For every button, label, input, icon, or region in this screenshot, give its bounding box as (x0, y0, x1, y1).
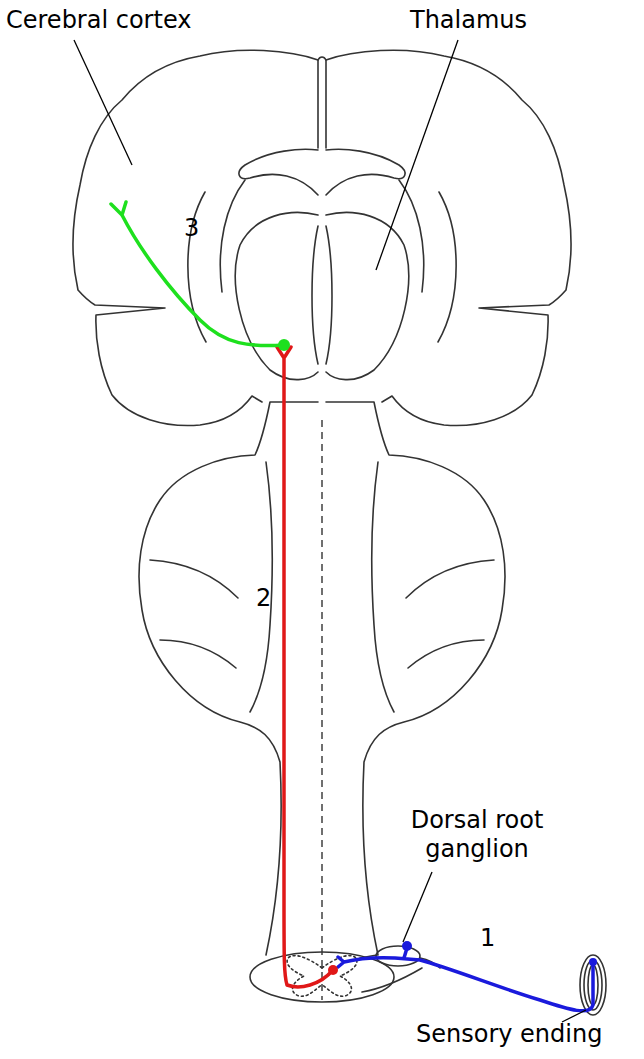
leader-line (403, 872, 432, 942)
ventral-root (362, 968, 422, 992)
callout-number: 2 (256, 584, 271, 613)
neuron-cell-body (278, 339, 290, 351)
neuron-cell-body (402, 941, 412, 951)
second-order-neuron (277, 347, 333, 987)
third-order-neuron (111, 202, 284, 346)
part-label: Cerebral cortex (6, 6, 191, 35)
neuron-cell-body (589, 958, 597, 966)
part-label: Dorsal root ganglion (392, 806, 562, 864)
callout-number: 1 (480, 924, 495, 953)
left-half (73, 50, 357, 996)
leader-line (74, 40, 132, 165)
neuron-cell-body (328, 965, 338, 975)
callout-number: 3 (184, 214, 199, 243)
midline (321, 420, 322, 1000)
part-label: Thalamus (410, 6, 527, 35)
right-half (287, 50, 571, 996)
leader-line (376, 40, 458, 270)
part-label: Sensory ending (416, 1020, 602, 1049)
longitudinal-fissure (318, 57, 326, 60)
first-order-neuron (338, 948, 593, 1011)
